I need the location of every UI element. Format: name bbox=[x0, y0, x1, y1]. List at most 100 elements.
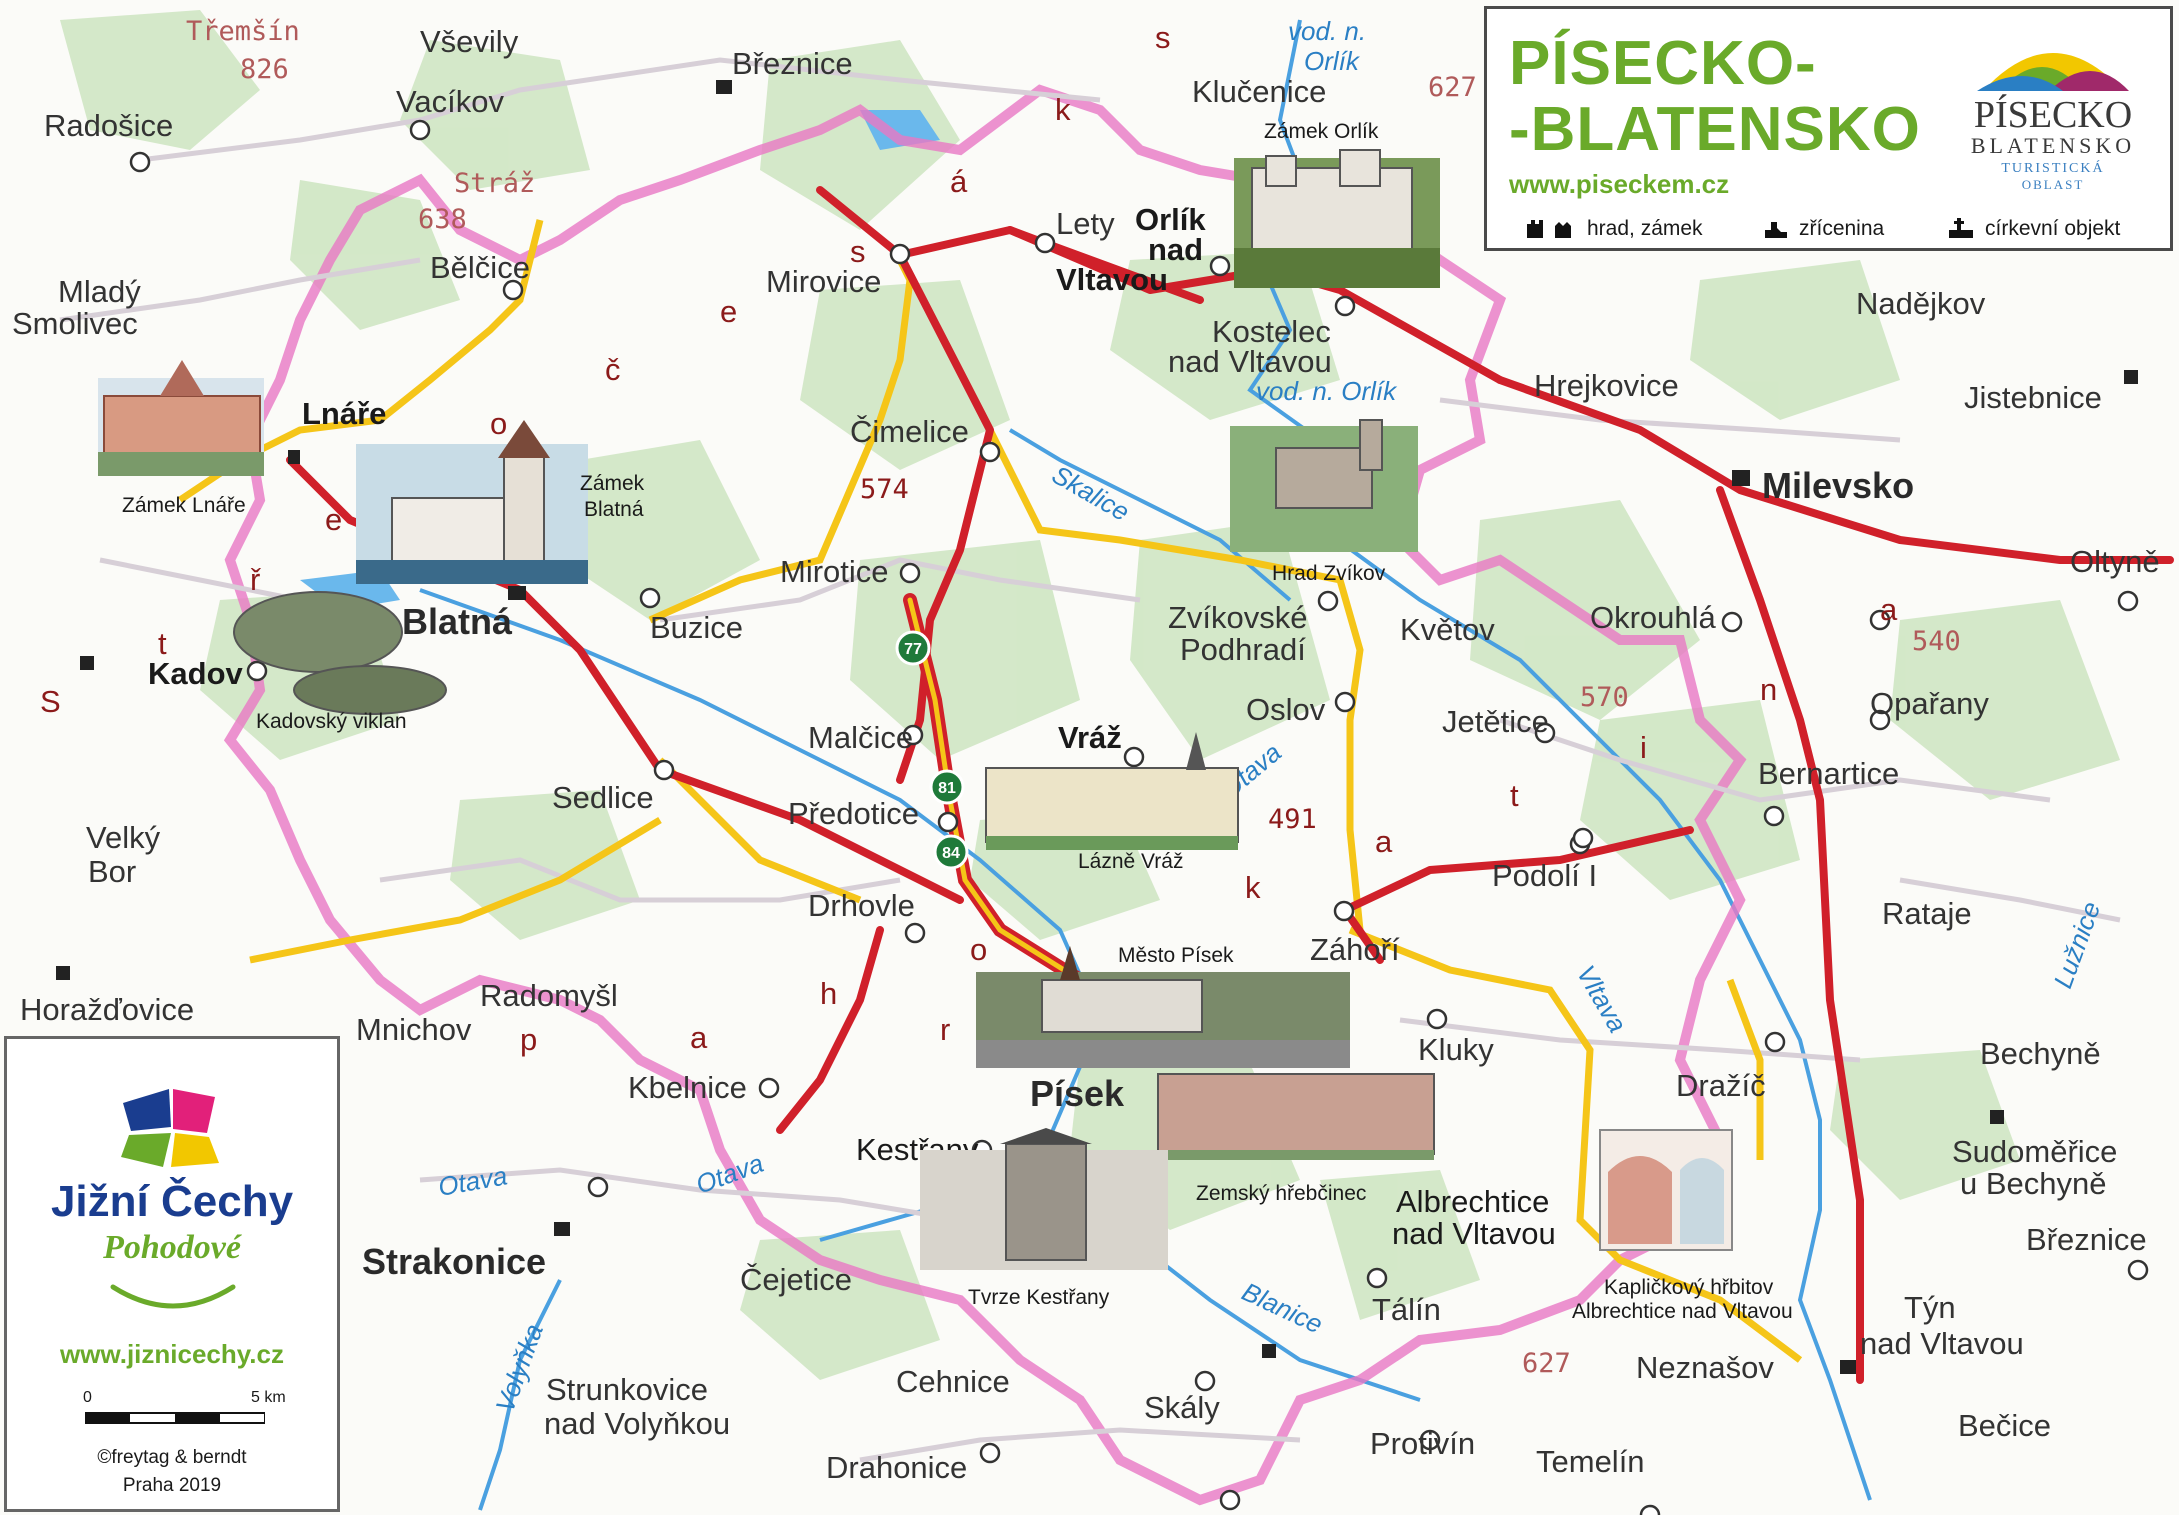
town-label: Kbelnice bbox=[628, 1070, 747, 1105]
poi-mesto-pisek[interactable] bbox=[976, 946, 1350, 1068]
town-label: Radošice bbox=[44, 108, 173, 143]
town-label: Vráž bbox=[1058, 720, 1122, 755]
castle-chateau-icon bbox=[1527, 220, 1571, 238]
town-label: Horažďovice bbox=[20, 992, 194, 1027]
region-url-link[interactable]: www.jiznicechy.cz bbox=[60, 1339, 284, 1369]
region-letter: t bbox=[158, 626, 167, 661]
poi-lazne-vraz[interactable] bbox=[985, 732, 1239, 850]
poi-label: Kapličkový hřbitov bbox=[1604, 1276, 1774, 1299]
region-panel: Jižní Čechy Pohodové www.jiznicechy.cz 0… bbox=[4, 1036, 340, 1512]
town-label: Jetětice bbox=[1442, 704, 1549, 739]
poi-label: Zámek bbox=[580, 472, 645, 495]
poi-zamek-lnare[interactable] bbox=[98, 360, 264, 476]
town-label: Drhovle bbox=[808, 888, 915, 923]
highway-84-label: 84 bbox=[942, 845, 960, 862]
region-letter: t bbox=[1510, 778, 1519, 813]
region-letter: a bbox=[1375, 824, 1393, 859]
town-label: Bechyně bbox=[1980, 1036, 2101, 1071]
minor-roads bbox=[59, 57, 2121, 1463]
town-label: Protivín bbox=[1370, 1426, 1475, 1461]
town-label: Opařany bbox=[1870, 686, 1989, 721]
town-label: Strakonice bbox=[362, 1241, 546, 1282]
region-letter: č bbox=[605, 352, 621, 387]
town-label: Mladý bbox=[58, 274, 141, 309]
region-title: Jižní Čechy bbox=[50, 1177, 294, 1226]
poi-label: Blatná bbox=[584, 498, 644, 521]
legend-item-church: církevní objekt bbox=[1947, 217, 2120, 241]
river-label: vod. n. bbox=[1288, 16, 1366, 46]
elevation-label: 570 bbox=[1580, 682, 1629, 713]
pisecko-blatensko-logo: PÍSECKO BLATENSKO TURISTICKÁ OBLAST bbox=[1953, 25, 2153, 192]
poi-zamek-blatna[interactable] bbox=[356, 420, 588, 584]
town-label: Okrouhlá bbox=[1590, 600, 1717, 635]
town-label: Čimelice bbox=[850, 414, 969, 449]
elevation-marks: Třemšín 826 Stráž 638 574 540 570 491 62… bbox=[186, 16, 1961, 1379]
scale-start-label: 0 bbox=[83, 1389, 92, 1406]
town-label: Temelín bbox=[1536, 1444, 1645, 1479]
elevation-label: 574 bbox=[860, 474, 909, 505]
town-label: Týn bbox=[1904, 1290, 1956, 1325]
elevation-label: 627 bbox=[1522, 1348, 1571, 1379]
town-label: Smolivec bbox=[12, 306, 138, 341]
region-letter: a bbox=[690, 1020, 708, 1055]
elevation-label: 638 bbox=[418, 204, 467, 235]
town-label: Sudoměřice bbox=[1952, 1134, 2117, 1169]
hills-logo-icon bbox=[1977, 53, 2129, 91]
town-label: Kluky bbox=[1418, 1032, 1494, 1067]
poi-labels: Zámek Orlík Zámek Lnáře Zámek Blatná Hra… bbox=[122, 120, 1793, 1323]
elevation-label: 540 bbox=[1912, 626, 1961, 657]
forest-areas bbox=[60, 10, 2120, 1380]
poi-kadovsky-viklan[interactable] bbox=[233, 591, 447, 715]
map-title: PÍSECKO- -BLATENSKO bbox=[1509, 31, 1921, 163]
region-letter: s bbox=[850, 234, 866, 269]
town-label: Čejetice bbox=[740, 1262, 852, 1297]
copyright-text: ©freytag & berndt bbox=[97, 1447, 247, 1468]
region-letter: k bbox=[1245, 870, 1261, 905]
scale-end-label: 5 km bbox=[251, 1389, 286, 1406]
town-label: Zvíkovské bbox=[1168, 600, 1308, 635]
elevation-label: Třemšín bbox=[186, 16, 300, 47]
poi-tvrze-kestrany[interactable] bbox=[920, 1128, 1168, 1270]
town-label: Mnichov bbox=[356, 1012, 472, 1047]
town-label: nad Vltavou bbox=[1860, 1326, 2024, 1361]
town-label: Bor bbox=[88, 854, 136, 889]
region-letter: i bbox=[1640, 730, 1647, 765]
poi-hrad-zvikov[interactable] bbox=[1230, 419, 1418, 552]
town-label: Březnice bbox=[732, 46, 853, 81]
poi-zamek-orlik[interactable] bbox=[1234, 149, 1440, 288]
region-letter: h bbox=[820, 976, 837, 1011]
town-label: Blatná bbox=[402, 601, 513, 642]
river-label: vod. n. Orlík bbox=[1256, 376, 1398, 406]
river-label: Orlík bbox=[1304, 46, 1361, 76]
highway-77-label: 77 bbox=[904, 641, 922, 658]
poi-label: Město Písek bbox=[1118, 944, 1234, 967]
town-label: Drahonice bbox=[826, 1450, 967, 1485]
scale-bar: 0 5 km bbox=[55, 1389, 295, 1439]
smile-swoosh-icon bbox=[110, 1284, 236, 1309]
town-label: Kadov bbox=[148, 656, 244, 691]
poi-label: Hrad Zvíkov bbox=[1272, 562, 1386, 585]
town-label: Lety bbox=[1056, 206, 1115, 241]
poi-label: Kadovský viklan bbox=[256, 710, 407, 733]
title-panel: PÍSECKO- -BLATENSKO www.piseckem.cz PÍSE… bbox=[1484, 6, 2173, 251]
elevation-label: Stráž bbox=[454, 168, 535, 199]
tourism-url-link[interactable]: www.piseckem.cz bbox=[1509, 169, 1730, 199]
town-label: Malčice bbox=[808, 720, 913, 755]
poi-kaplickovy-hrbitov[interactable] bbox=[1599, 1129, 1733, 1251]
poi-zemsky-hrebcinec[interactable] bbox=[1157, 1073, 1435, 1160]
town-label: Velký bbox=[86, 820, 161, 855]
region-letter: S bbox=[40, 684, 61, 719]
region-letter: n bbox=[1760, 672, 1777, 707]
town-label: Oslov bbox=[1246, 692, 1326, 727]
town-label: Hrejkovice bbox=[1534, 368, 1679, 403]
elevation-label: 826 bbox=[240, 54, 289, 85]
town-label: nad Vltavou bbox=[1392, 1216, 1556, 1251]
town-label: Podolí I bbox=[1492, 858, 1597, 893]
poi-label: Zámek Lnáře bbox=[122, 494, 246, 517]
elevation-label: 627 bbox=[1428, 72, 1477, 103]
town-label: u Bechyně bbox=[1960, 1166, 2107, 1201]
region-letter: a bbox=[1880, 592, 1898, 627]
legend-label-ruin: zřícenina bbox=[1799, 217, 1885, 240]
town-label: Předotice bbox=[788, 796, 919, 831]
